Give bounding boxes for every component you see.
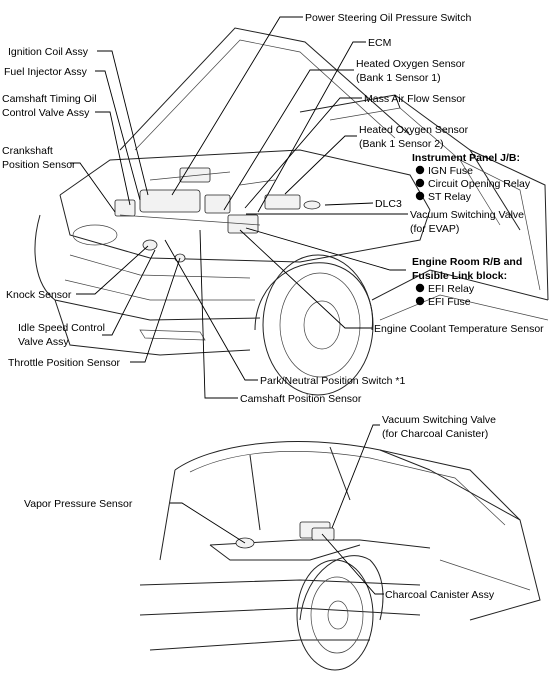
label-heated-oxygen-sensor-b1s1: Heated Oxygen Sensor xyxy=(356,58,466,70)
bullet-icon xyxy=(415,165,425,175)
label-idle-speed-control-valve-assy: Valve Assy xyxy=(18,336,69,348)
label-mass-air-flow-sensor: Mass Air Flow Sensor xyxy=(364,93,466,105)
label-fusible-link-block: Fusible Link block: xyxy=(412,270,507,282)
rear-car-illustration xyxy=(139,441,541,671)
label-power-steering-oil-pressure-switch: Power Steering Oil Pressure Switch xyxy=(305,12,471,24)
label-vsv-charcoal-canister-note: (for Charcoal Canister) xyxy=(382,428,488,440)
label-throttle-position-sensor: Throttle Position Sensor xyxy=(8,357,121,369)
label-crankshaft-position-sensor: Position Sensor xyxy=(2,159,76,171)
label-ignition-coil-assy: Ignition Coil Assy xyxy=(8,46,89,58)
label-camshaft-timing-oil-control-valve: Camshaft Timing Oil xyxy=(2,93,97,105)
label-circuit-opening-relay: Circuit Opening Relay xyxy=(428,178,531,190)
top-leader-lines xyxy=(70,16,408,399)
label-instrument-panel-jb: Instrument Panel J/B: xyxy=(412,152,520,164)
label-ecm: ECM xyxy=(368,37,391,49)
label-vsv-evap: Vacuum Switching Valve xyxy=(410,209,524,221)
label-crankshaft: Crankshaft xyxy=(2,145,53,157)
label-knock-sensor: Knock Sensor xyxy=(6,289,72,301)
label-fuel-injector-assy: Fuel Injector Assy xyxy=(4,66,88,78)
label-engine-coolant-temperature-sensor: Engine Coolant Temperature Sensor xyxy=(374,323,544,335)
bullet-icon xyxy=(415,191,425,201)
label-camshaft-timing-oil-control-valve-assy: Control Valve Assy xyxy=(2,107,90,119)
label-heated-oxygen-sensor-b1s1-bank: (Bank 1 Sensor 1) xyxy=(356,72,441,84)
label-park-neutral-position-switch: Park/Neutral Position Switch *1 xyxy=(260,375,405,387)
bullet-icon xyxy=(415,178,425,188)
label-ign-fuse: IGN Fuse xyxy=(428,165,473,177)
label-vsv-evap-note: (for EVAP) xyxy=(410,223,459,235)
front-car-illustration xyxy=(34,27,549,396)
label-efi-fuse: EFI Fuse xyxy=(428,296,471,308)
label-vsv-charcoal-canister: Vacuum Switching Valve xyxy=(382,414,496,426)
label-charcoal-canister-assy: Charcoal Canister Assy xyxy=(385,589,495,601)
label-vapor-pressure-sensor: Vapor Pressure Sensor xyxy=(24,498,133,510)
label-engine-room-rb: Engine Room R/B and xyxy=(412,256,522,268)
label-st-relay: ST Relay xyxy=(428,191,472,203)
bottom-leader-lines xyxy=(170,424,384,595)
label-dlc3: DLC3 xyxy=(375,198,402,210)
label-heated-oxygen-sensor-b1s2-bank: (Bank 1 Sensor 2) xyxy=(359,138,444,150)
label-heated-oxygen-sensor-b1s2: Heated Oxygen Sensor xyxy=(359,124,469,136)
label-idle-speed-control: Idle Speed Control xyxy=(18,322,105,334)
label-efi-relay: EFI Relay xyxy=(428,283,475,295)
bullet-icon xyxy=(415,283,425,293)
bullet-icon xyxy=(415,296,425,306)
label-camshaft-position-sensor: Camshaft Position Sensor xyxy=(240,393,362,405)
